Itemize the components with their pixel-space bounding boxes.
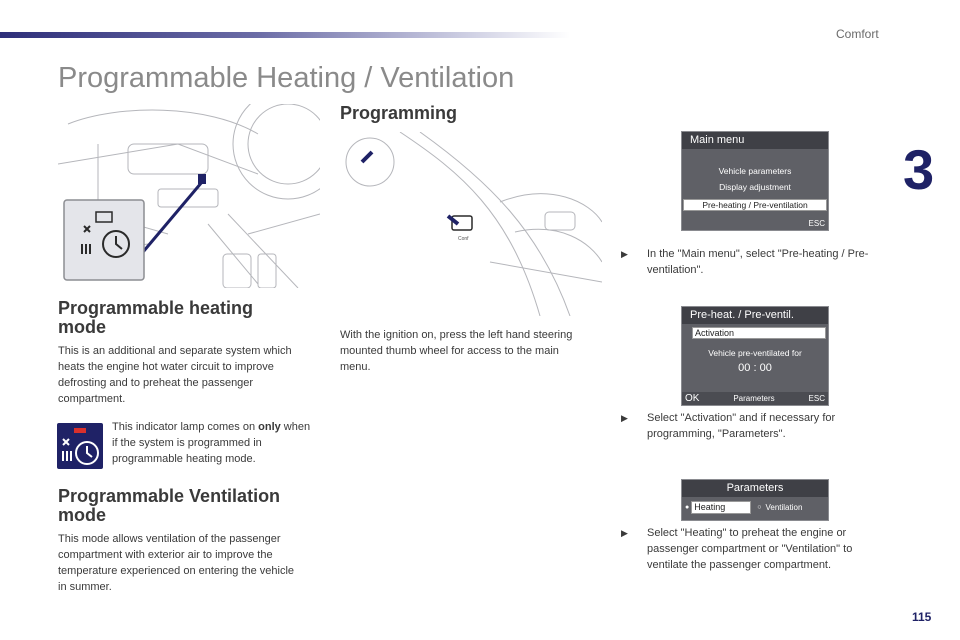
menu-item[interactable]: Vehicle parameters [718, 166, 792, 176]
dashboard-illustration [58, 104, 320, 288]
ventilation-mode-body: This mode allows ventilation of the pass… [58, 533, 295, 593]
indicator-lamp-text: This indicator lamp comes on only when i… [112, 421, 311, 465]
ventilation-option[interactable]: Ventilation [765, 503, 803, 512]
main-menu-screen: Main menu Vehicle parameters Display adj… [681, 131, 829, 231]
preheat-title: Pre-heat. / Pre-ventil. [682, 307, 828, 324]
parameters-screen: Parameters ● Heating ○ Ventilation [681, 479, 829, 521]
menu-item[interactable]: Display adjustment [719, 182, 791, 192]
header-gradient-bar [0, 32, 570, 38]
parameters-title: Parameters [682, 480, 828, 497]
section-label: Comfort [836, 27, 879, 41]
ventilation-mode-heading: Programmable Ventilation mode [58, 486, 281, 525]
esc-button[interactable]: ESC [808, 219, 825, 228]
page-title: Programmable Heating / Ventilation [58, 62, 515, 94]
preheat-line: Vehicle pre-ventilated for [708, 348, 802, 358]
bullet-arrow-icon: ▶ [621, 528, 628, 538]
chapter-number: 3 [903, 138, 935, 201]
fan-clock-icon [81, 225, 130, 258]
preheat-screen: Pre-heat. / Pre-ventil. Activation Vehic… [681, 306, 829, 406]
ok-button[interactable]: OK [685, 393, 700, 404]
page-number: 115 [912, 610, 932, 624]
thumbwheel-label: Conf [458, 236, 469, 242]
indicator-lamp [57, 423, 103, 469]
steering-wheel-illustration: Conf [340, 132, 602, 316]
menu-item-selected[interactable]: Pre-heating / Pre-ventilation [683, 199, 827, 211]
activation-option[interactable]: Activation [692, 327, 826, 339]
heating-mode-heading: Programmable heating mode [58, 298, 254, 337]
bullet-arrow-icon: ▶ [621, 413, 628, 423]
parameters-button[interactable]: Parameters [733, 394, 775, 403]
fan-clock-icon [62, 428, 99, 465]
heating-mode-body: This is an additional and separate syste… [58, 345, 292, 405]
programming-heading: Programming [340, 103, 458, 123]
programming-body: With the ignition on, press the left han… [340, 329, 573, 373]
main-menu-title: Main menu [682, 132, 828, 149]
heating-option[interactable]: Heating [691, 501, 752, 514]
preheat-time[interactable]: 00 : 00 [738, 362, 772, 374]
esc-button[interactable]: ESC [808, 394, 825, 403]
bullet-arrow-icon: ▶ [621, 249, 628, 259]
